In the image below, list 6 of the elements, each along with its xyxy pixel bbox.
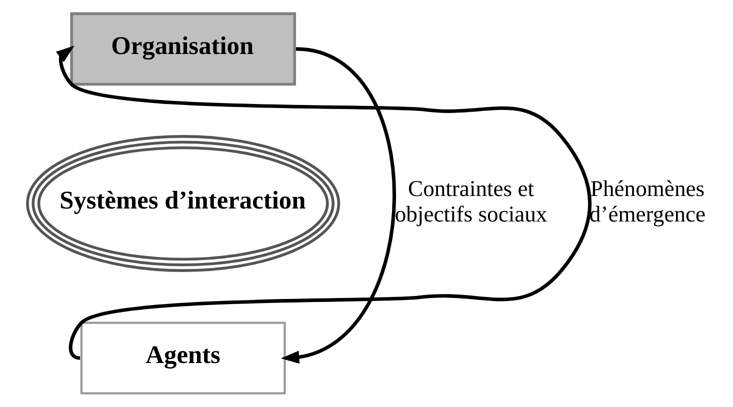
node-ellipse: Systèmes d’interaction: [26, 135, 340, 272]
edge-label: Contraintes et objectifs sociaux: [394, 176, 548, 227]
node-box: Agents: [80, 322, 286, 394]
arrow: [280, 47, 396, 364]
edge-label: Phénomènes d’émergence: [589, 176, 706, 227]
node-box: Organisation: [70, 12, 296, 86]
